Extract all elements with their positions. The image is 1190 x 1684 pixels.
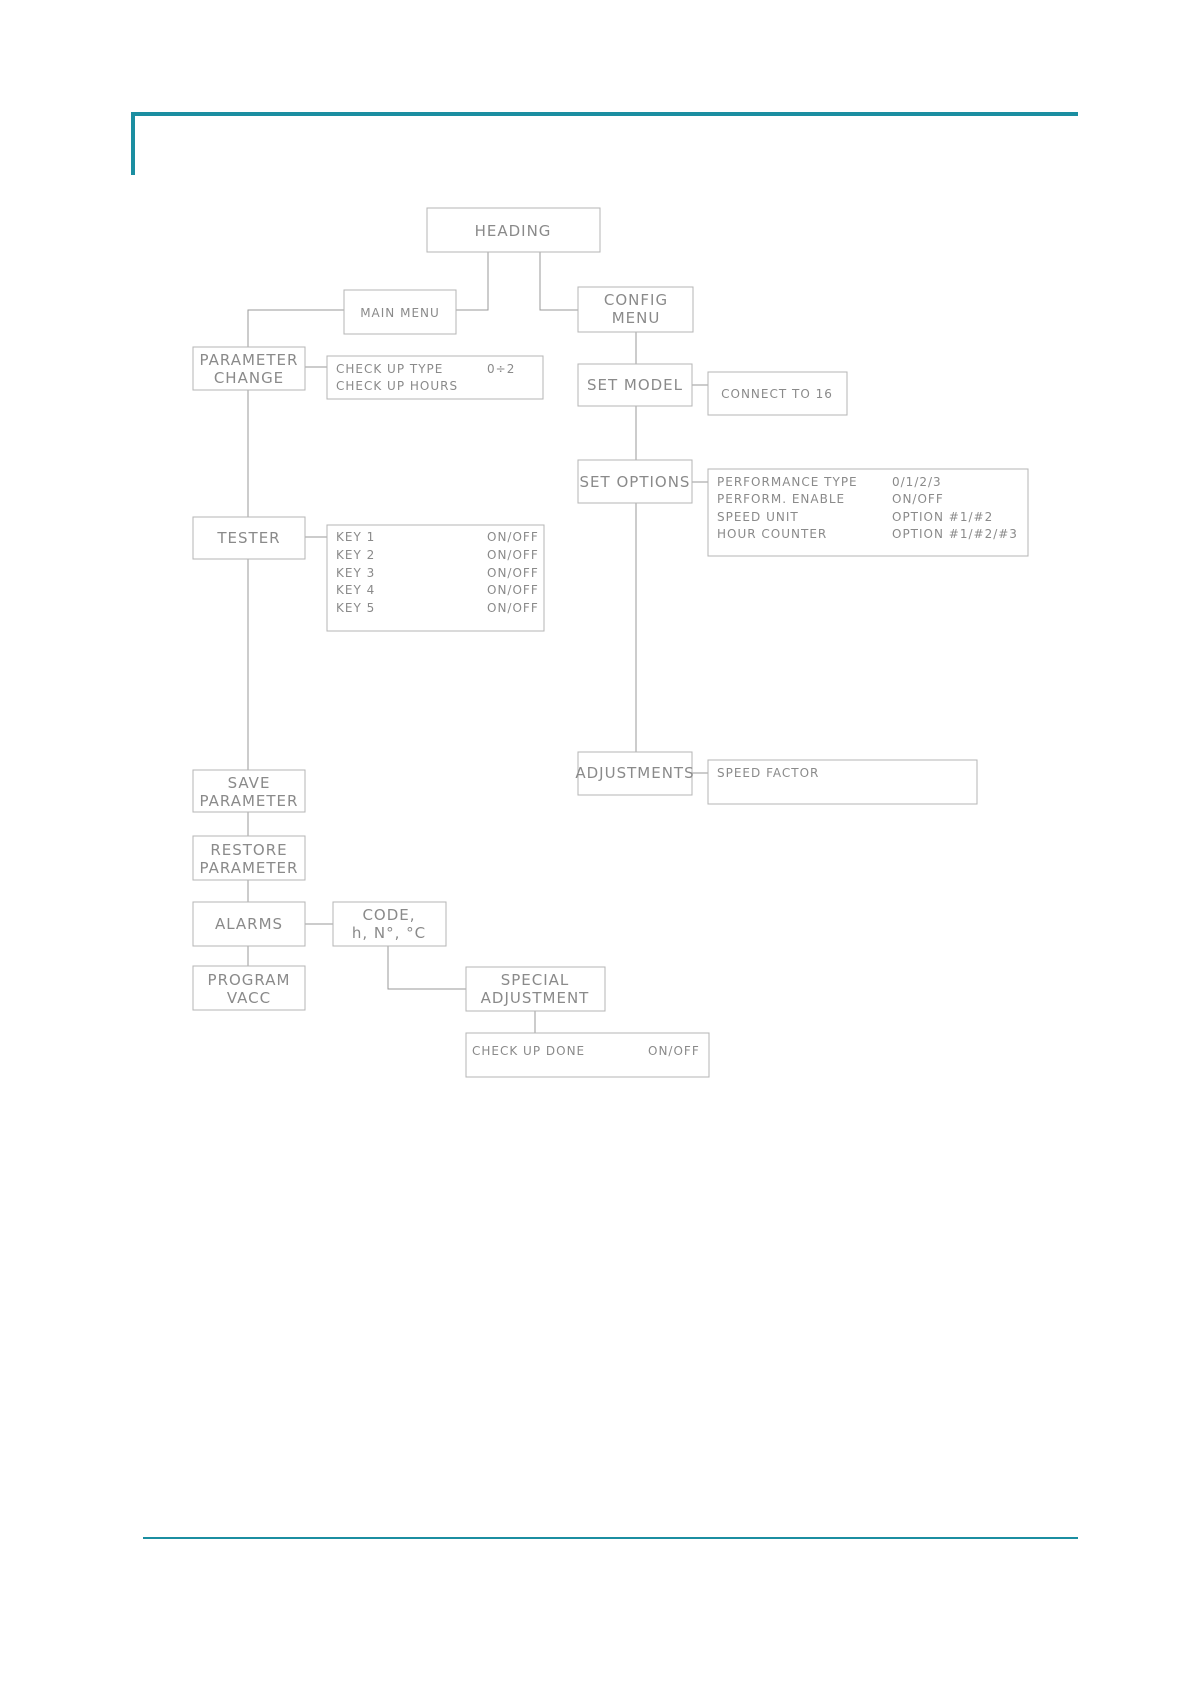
- save-parameter-label-1: SAVE: [228, 774, 271, 792]
- set-options-node: SET OPTIONS: [577, 459, 693, 504]
- code-label-1: CODE,: [362, 906, 415, 924]
- tester-node: TESTER: [192, 516, 306, 560]
- config-menu-label-2: MENU: [612, 309, 661, 327]
- program-vacc-label-2: VACC: [227, 989, 271, 1007]
- parameter-change-label-1: PARAMETER: [200, 351, 299, 369]
- config-menu-node: CONFIG MENU: [577, 286, 694, 333]
- program-vacc-label-1: PROGRAM: [208, 971, 291, 989]
- restore-parameter-label-1: RESTORE: [210, 841, 287, 859]
- adjustments-node: ADJUSTMENTS: [575, 751, 694, 796]
- code-node: CODE, h, N°, °C: [332, 901, 447, 947]
- perform-enable-label: PERFORM. ENABLE: [717, 492, 845, 506]
- restore-parameter-node: RESTORE PARAMETER: [192, 835, 306, 881]
- heading-label: HEADING: [475, 222, 552, 240]
- check-up-hours-label: CHECK UP HOURS: [336, 379, 458, 393]
- program-vacc-node: PROGRAM VACC: [192, 965, 306, 1011]
- check-up-done-detail: CHECK UP DONE ON/OFF: [465, 1032, 710, 1078]
- config-menu-label-1: CONFIG: [604, 291, 668, 309]
- main-menu-node: MAIN MENU: [343, 289, 457, 335]
- speed-unit-value: OPTION #1/#2: [892, 510, 993, 524]
- speed-factor-detail: SPEED FACTOR: [707, 759, 978, 805]
- key-4-label: KEY 4: [336, 583, 375, 597]
- key-5-value: ON/OFF: [487, 601, 539, 615]
- main-menu-label: MAIN MENU: [360, 306, 440, 320]
- connector-heading-main: [456, 252, 489, 311]
- save-parameter-node: SAVE PARAMETER: [192, 769, 306, 813]
- set-model-node: SET MODEL: [577, 363, 693, 407]
- parameter-change-node: PARAMETER CHANGE: [192, 346, 306, 391]
- code-label-2: h, N°, °C: [352, 924, 426, 942]
- heading-node: HEADING: [426, 207, 601, 253]
- key-1-value: ON/OFF: [487, 530, 539, 544]
- save-parameter-label-2: PARAMETER: [200, 792, 299, 810]
- adjustments-label: ADJUSTMENTS: [575, 764, 694, 782]
- connector-code-special: [387, 946, 466, 990]
- tester-label: TESTER: [216, 529, 280, 547]
- performance-type-value: 0/1/2/3: [892, 475, 942, 489]
- header-side-rule: [131, 112, 135, 175]
- key-3-value: ON/OFF: [487, 566, 539, 580]
- connector-heading-config: [539, 252, 578, 311]
- check-up-done-value: ON/OFF: [648, 1044, 700, 1058]
- alarms-node: ALARMS: [192, 901, 306, 947]
- header-rule: [131, 112, 1078, 116]
- connector-main-left: [247, 309, 344, 348]
- connect-label: CONNECT TO 16: [721, 387, 833, 401]
- check-up-detail: CHECK UP TYPE 0÷2 CHECK UP HOURS: [326, 355, 544, 400]
- key-3-label: KEY 3: [336, 566, 375, 580]
- perform-enable-value: ON/OFF: [892, 492, 944, 506]
- options-detail: PERFORMANCE TYPE 0/1/2/3 PERFORM. ENABLE…: [707, 468, 1029, 557]
- performance-type-label: PERFORMANCE TYPE: [717, 475, 858, 489]
- key-1-label: KEY 1: [336, 530, 375, 544]
- set-model-label: SET MODEL: [587, 376, 683, 394]
- check-up-type-value: 0÷2: [487, 362, 515, 376]
- key-5-label: KEY 5: [336, 601, 375, 615]
- speed-unit-label: SPEED UNIT: [717, 510, 799, 524]
- check-up-done-label: CHECK UP DONE: [472, 1044, 585, 1058]
- hour-counter-label: HOUR COUNTER: [717, 527, 827, 541]
- restore-parameter-label-2: PARAMETER: [200, 859, 299, 877]
- hour-counter-value: OPTION #1/#2/#3: [892, 527, 1018, 541]
- special-adjustment-label-2: ADJUSTMENT: [481, 989, 590, 1007]
- check-up-type-label: CHECK UP TYPE: [336, 362, 443, 376]
- keys-detail: KEY 1 ON/OFF KEY 2 ON/OFF KEY 3 ON/OFF K…: [326, 524, 545, 632]
- key-4-value: ON/OFF: [487, 583, 539, 597]
- connect-detail: CONNECT TO 16: [707, 371, 848, 416]
- speed-factor-label: SPEED FACTOR: [717, 766, 819, 780]
- key-2-value: ON/OFF: [487, 548, 539, 562]
- set-options-label: SET OPTIONS: [580, 473, 691, 491]
- parameter-change-label-2: CHANGE: [214, 369, 284, 387]
- footer-rule: [143, 1537, 1078, 1539]
- special-adjustment-label-1: SPECIAL: [501, 971, 570, 989]
- special-adjustment-node: SPECIAL ADJUSTMENT: [465, 966, 606, 1012]
- alarms-label: ALARMS: [215, 915, 283, 933]
- key-2-label: KEY 2: [336, 548, 375, 562]
